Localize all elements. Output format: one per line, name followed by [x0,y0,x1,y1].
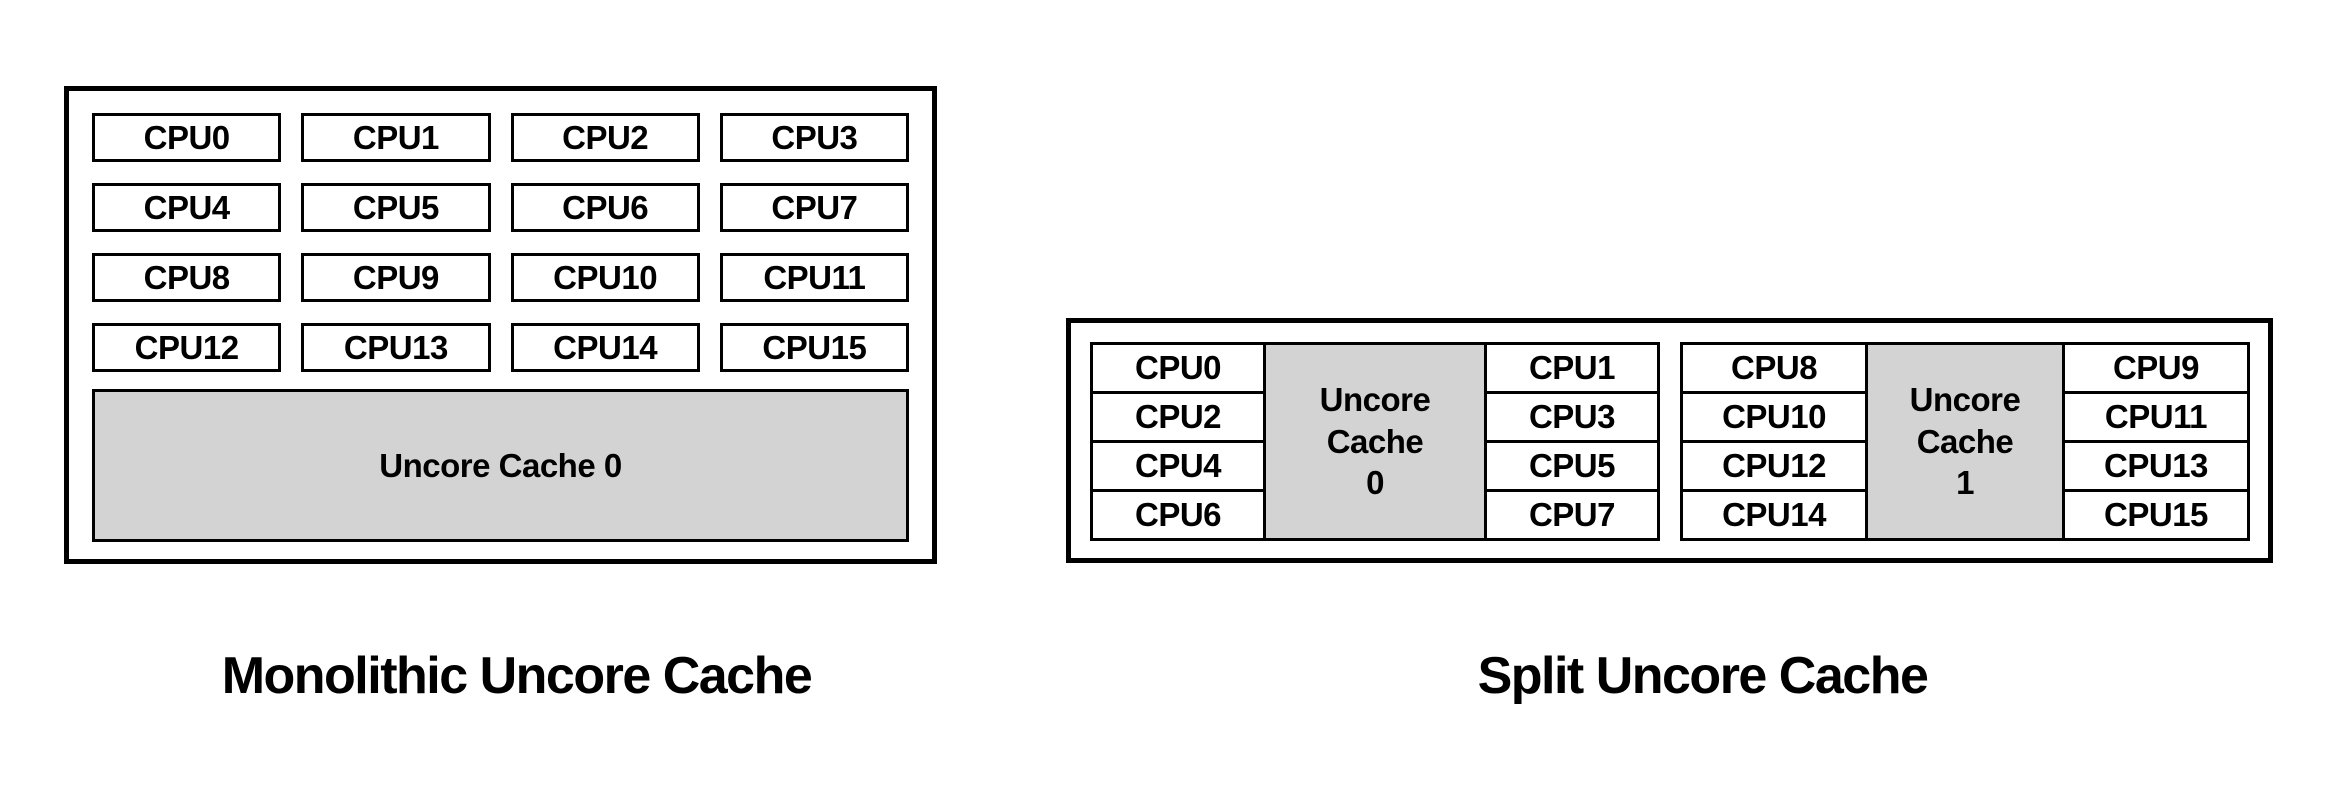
cpu-box: CPU2 [1089,391,1267,443]
cpu-box: CPU4 [1089,440,1267,492]
uncore-cache-label-line: Cache [1326,422,1424,460]
uncore-cache-label-line: Cache [1916,422,2014,460]
cpu-box: CPU14 [1679,489,1869,541]
split-chip-box: CPU0 Uncore Cache 0 CPU1 CPU2 CPU3 CPU4 … [1066,318,2273,563]
uncore-cache-label-line: Uncore [1909,381,2021,419]
uncore-cache-0-box: Uncore Cache 0 [92,389,909,542]
cpu-box: CPU9 [2061,342,2251,394]
cpu-box: CPU1 [301,113,491,162]
cpu-box: CPU7 [1483,489,1661,541]
cpu-box: CPU1 [1483,342,1661,394]
uncore-cache-label-line: Uncore [1319,381,1431,419]
cpu-box: CPU12 [1679,440,1869,492]
cpu-box: CPU5 [1483,440,1661,492]
cpu-box: CPU8 [1679,342,1869,394]
cpu-box: CPU13 [301,323,491,372]
cpu-box: CPU8 [92,253,282,302]
monolithic-chip-box: CPU0 CPU1 CPU2 CPU3 CPU4 CPU5 CPU6 CPU7 … [64,86,937,564]
uncore-cache-label-line: 1 [1956,464,1974,502]
cpu-box: CPU10 [510,253,700,302]
cpu-box: CPU11 [2061,391,2251,443]
cpu-box: CPU15 [719,323,909,372]
cpu-box: CPU0 [92,113,282,162]
split-caption: Split Uncore Cache [1477,647,1929,705]
cpu-box: CPU4 [92,183,282,232]
uncore-cache-label-line: 0 [1366,464,1384,502]
cpu-box: CPU2 [510,113,700,162]
uncore-cache-1-box: Uncore Cache 1 [1865,342,2065,541]
cpu-box: CPU3 [1483,391,1661,443]
cpu-box: CPU0 [1089,342,1267,394]
cpu-box: CPU6 [1089,489,1267,541]
cpu-box: CPU9 [301,253,491,302]
cpu-box: CPU12 [92,323,282,372]
cpu-box: CPU7 [719,183,909,232]
split-cluster-0: CPU0 Uncore Cache 0 CPU1 CPU2 CPU3 CPU4 … [1089,342,1661,541]
cpu-box: CPU3 [719,113,909,162]
cpu-box: CPU11 [719,253,909,302]
cpu-box: CPU6 [510,183,700,232]
monolithic-caption: Monolithic Uncore Cache [221,647,813,705]
cpu-box: CPU13 [2061,440,2251,492]
cpu-box: CPU10 [1679,391,1869,443]
cpu-box: CPU14 [510,323,700,372]
cpu-box: CPU5 [301,183,491,232]
split-cluster-1: CPU8 Uncore Cache 1 CPU9 CPU10 CPU11 CPU… [1679,342,2251,541]
cpu-box: CPU15 [2061,489,2251,541]
monolithic-cpu-grid: CPU0 CPU1 CPU2 CPU3 CPU4 CPU5 CPU6 CPU7 … [92,113,909,372]
uncore-cache-0-box: Uncore Cache 0 [1263,342,1487,541]
